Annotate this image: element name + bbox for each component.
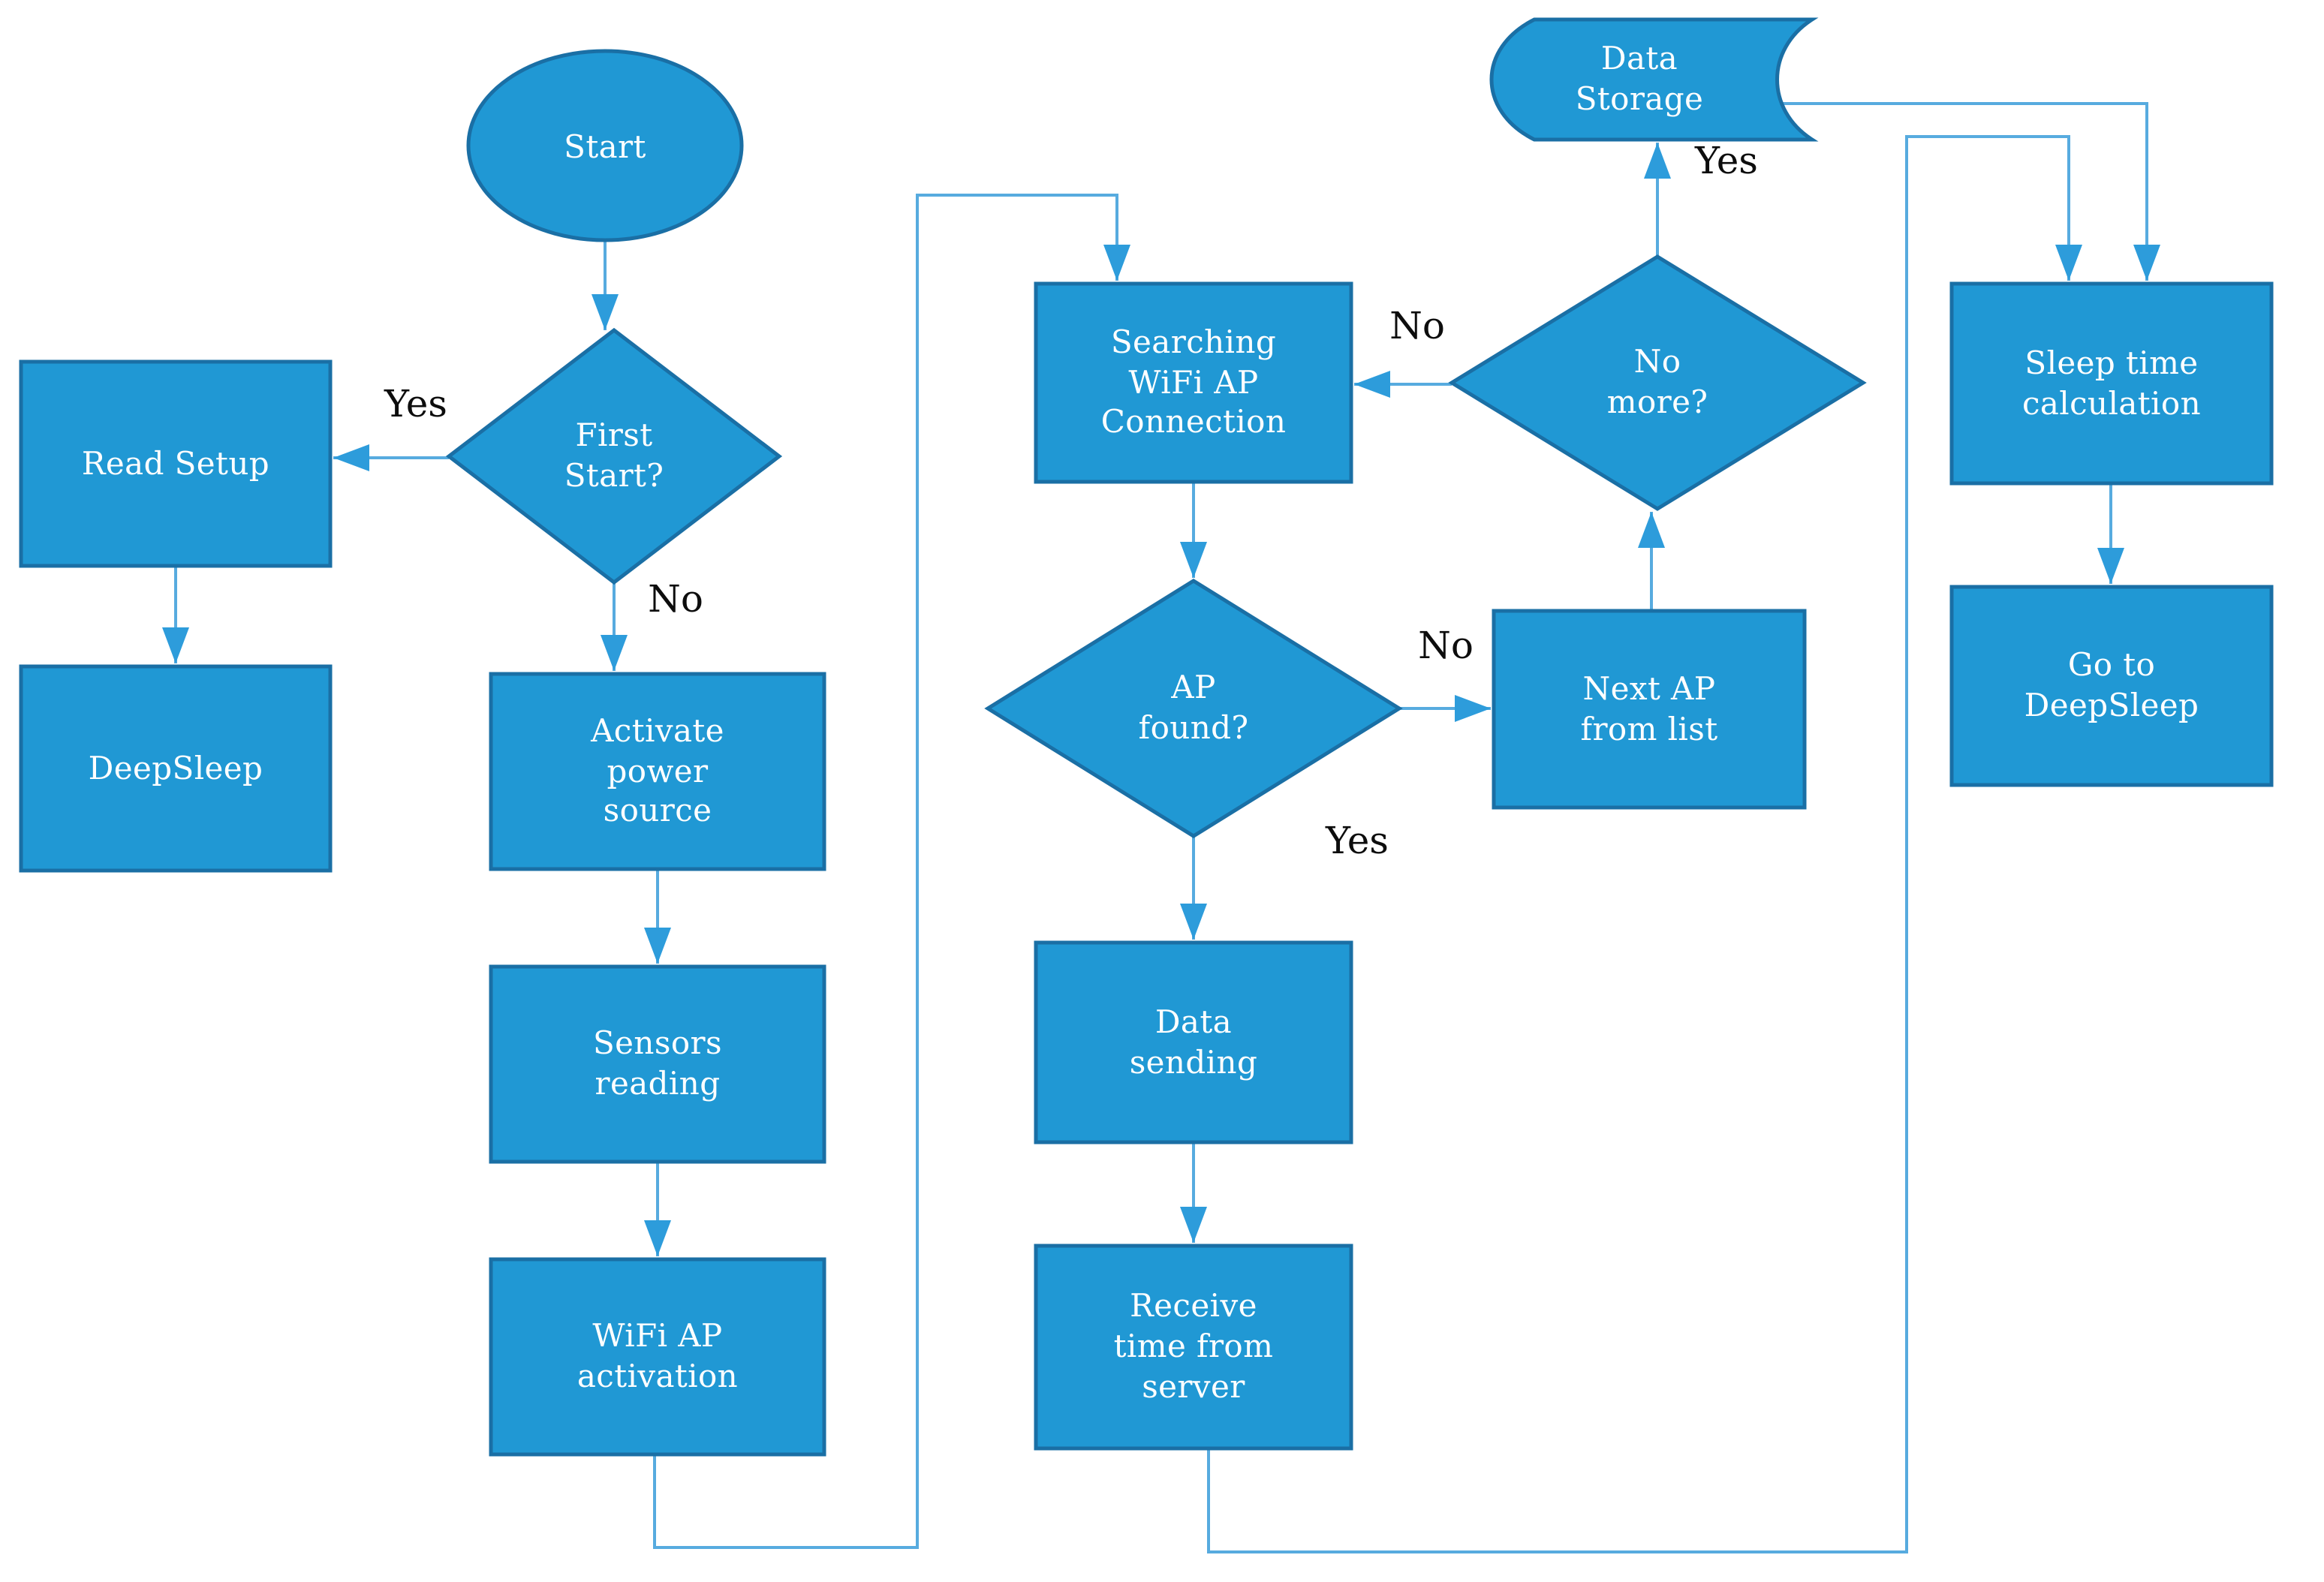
edge-data-storage-to-sleep-calc [1760,102,2160,281]
no-more-decision-shape [1448,254,1867,511]
data-sending-process-shape [1034,940,1353,1144]
ap-found-decision-shape [984,579,1403,838]
edge-wifi-activation-to-searching [653,194,1130,1549]
first-start-decision-shape [445,327,783,585]
sleep-calc-process-shape [1949,281,2274,486]
activate-power-process-shape [489,672,826,871]
go-deepsleep-process-shape [1949,585,2274,787]
edge-receive-time-to-sleep-calc [1207,135,2082,1553]
sensors-reading-process-shape [489,964,826,1164]
receive-time-process-shape [1034,1244,1353,1451]
data-storage-shape [1489,17,1819,142]
deepsleep-process-shape [19,664,333,873]
read-setup-process-shape [19,359,333,568]
searching-process-shape [1034,281,1353,484]
next-ap-process-shape [1492,609,1807,810]
start-terminator-shape [466,49,744,242]
wifi-activation-process-shape [489,1257,826,1457]
